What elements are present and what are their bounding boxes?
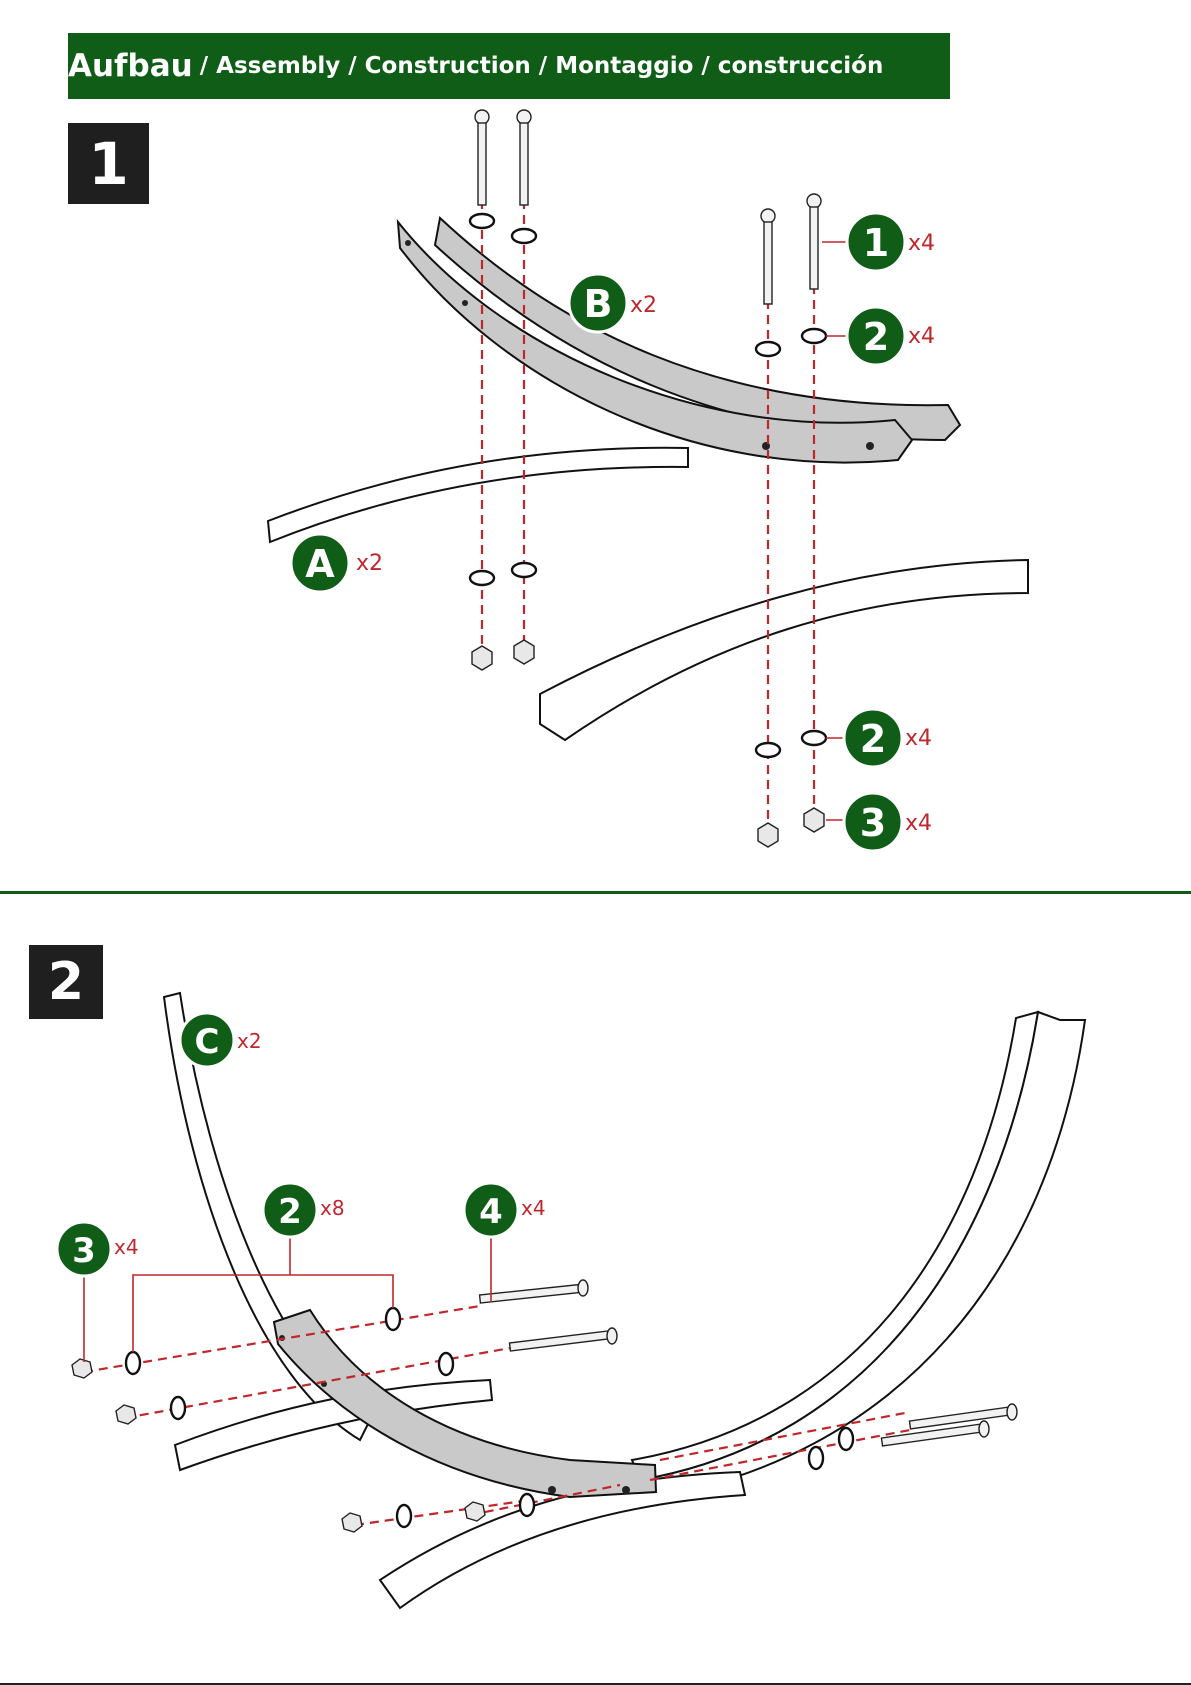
hole	[866, 442, 874, 450]
bolt	[510, 1328, 617, 1351]
washer	[386, 1308, 400, 1330]
nut	[514, 640, 534, 664]
hole	[405, 240, 411, 246]
callout-letter: C	[195, 1022, 220, 1062]
nut	[472, 646, 492, 670]
washer	[839, 1428, 853, 1450]
quantity-label: x4	[114, 1235, 139, 1259]
callout-letter: B	[584, 282, 613, 326]
washer	[520, 1494, 534, 1516]
washer	[470, 571, 494, 585]
nut	[465, 1502, 485, 1521]
washer	[809, 1447, 823, 1469]
washer	[171, 1397, 185, 1419]
part-a-beam-left	[268, 448, 688, 542]
bolt	[480, 1280, 588, 1303]
washer	[802, 731, 826, 745]
callout-letter: 2	[278, 1192, 302, 1232]
quantity-label: x4	[908, 324, 935, 349]
nut	[804, 808, 824, 832]
callout-letter: 3	[72, 1231, 96, 1271]
callout-part-b: B x2	[569, 274, 657, 332]
hole	[622, 1486, 630, 1494]
washer	[802, 329, 826, 343]
callout-part-4: 4 x4	[464, 1183, 546, 1237]
callout-part-2: 2 x4	[847, 307, 935, 365]
bolt	[909, 1404, 1017, 1429]
quantity-label: x4	[521, 1196, 546, 1220]
callout-letter: 2	[863, 315, 889, 359]
quantity-label: x2	[630, 293, 657, 318]
bolt	[807, 194, 821, 289]
bolt	[517, 110, 531, 205]
callout-letter: 2	[860, 717, 886, 761]
washer	[439, 1353, 453, 1375]
callout-part-2: 2 x4	[844, 709, 932, 767]
washer	[397, 1505, 411, 1527]
callout-part-1: 1 x4	[847, 213, 935, 271]
step-2-illustration: C x2 2 x8 3 x4 4 x4	[57, 993, 1085, 1608]
bolt	[475, 110, 489, 205]
quantity-label: x8	[320, 1196, 345, 1220]
washer	[756, 342, 780, 356]
washer	[512, 563, 536, 577]
quantity-label: x4	[908, 231, 935, 256]
washer	[470, 214, 494, 228]
callout-part-a: A x2	[291, 534, 383, 592]
callout-letter: 4	[479, 1192, 503, 1232]
nut	[116, 1405, 136, 1424]
nut	[72, 1359, 92, 1378]
quantity-label: x4	[905, 726, 932, 751]
step-1-illustration: B x2 A x2 1 x4 2 x4 2 x4 3	[268, 110, 1028, 851]
callout-letter: 3	[860, 801, 886, 845]
quantity-label: x2	[237, 1029, 262, 1053]
callout-part-2: 2 x8	[263, 1183, 345, 1237]
callout-part-3: 3 x4	[844, 793, 932, 851]
quantity-label: x4	[905, 811, 932, 836]
nut	[342, 1513, 362, 1532]
washer	[126, 1352, 140, 1374]
nut	[758, 823, 778, 847]
bolt	[761, 209, 775, 304]
hole	[548, 1486, 556, 1494]
part-a-beam-right	[540, 560, 1028, 740]
callout-letter: A	[305, 542, 335, 586]
quantity-label: x2	[356, 551, 383, 576]
hole	[462, 300, 468, 306]
callout-part-3: 3 x4	[57, 1222, 139, 1276]
washer	[756, 743, 780, 757]
callout-letter: 1	[863, 221, 889, 265]
callout-part-c: C x2	[180, 1013, 262, 1067]
washer	[512, 229, 536, 243]
